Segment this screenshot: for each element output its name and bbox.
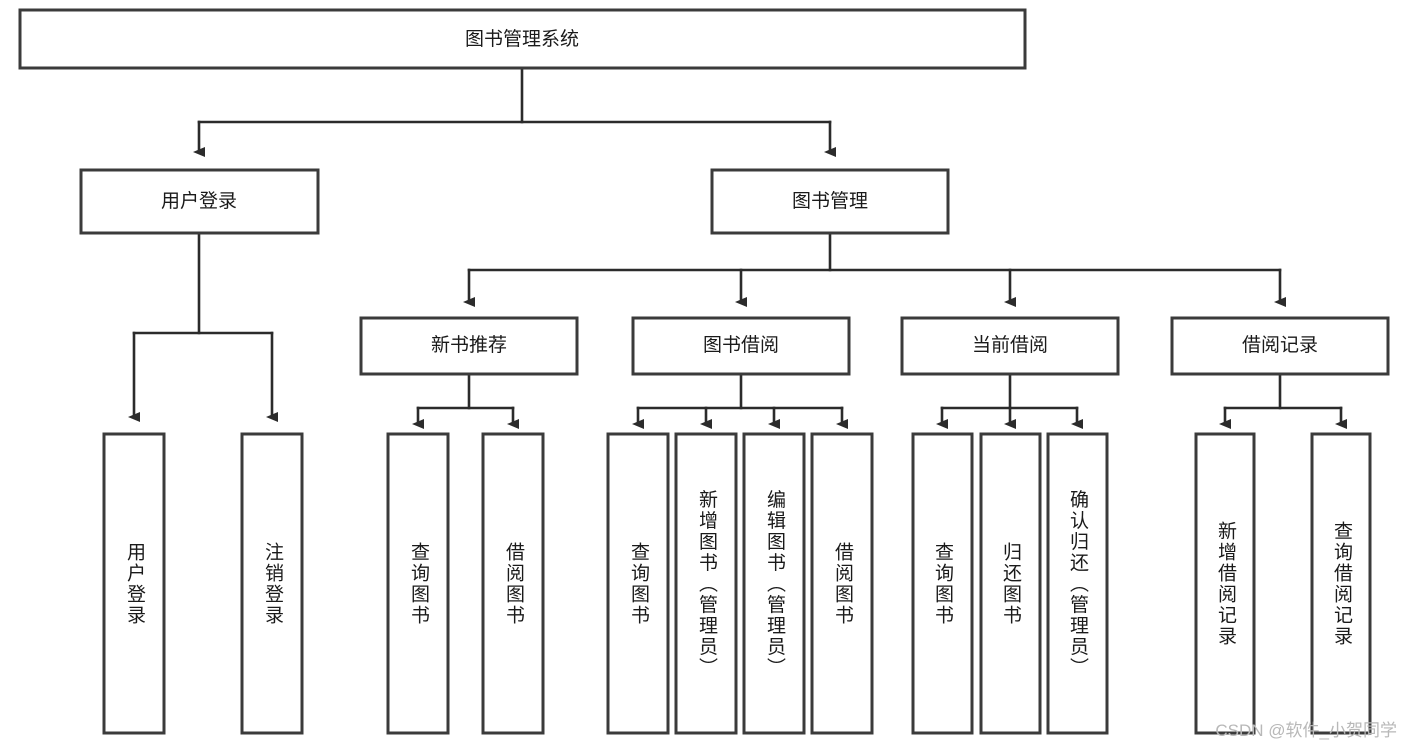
leaf-user-login-1-label: 注销登录 <box>262 542 284 626</box>
node-borrow-record[interactable]: 借阅记录 <box>1170 316 1390 376</box>
leaf-current-2-label: 确认归还（管理员） <box>1067 489 1089 678</box>
node-book-borrow[interactable]: 图书借阅 <box>631 316 851 376</box>
leaf-current-0-label: 查询图书 <box>932 542 954 626</box>
leaf-borrow-1-label: 新增图书（管理员） <box>696 489 718 678</box>
leaf-borrow-0-label: 查询图书 <box>628 542 650 626</box>
node-borrow-record-box[interactable] <box>1170 316 1390 376</box>
leaf-record-0-label: 新增借阅记录 <box>1215 521 1237 647</box>
node-root-box[interactable] <box>18 8 1027 70</box>
leaf-borrow-3[interactable]: 借阅图书 <box>810 432 874 735</box>
leaf-borrow-3-box[interactable] <box>810 432 874 735</box>
node-book-borrow-box[interactable] <box>631 316 851 376</box>
leaf-record-1-box[interactable] <box>1310 432 1372 735</box>
connector-group <box>128 66 1347 429</box>
leaf-borrow-0-box[interactable] <box>606 432 670 735</box>
leaf-new-book-0-box[interactable] <box>386 432 450 735</box>
leaf-current-1-box[interactable] <box>979 432 1042 735</box>
leaf-borrow-3-label: 借阅图书 <box>832 542 854 626</box>
leaf-borrow-0[interactable]: 查询图书 <box>606 432 670 735</box>
leaf-user-login-0-label: 用户登录 <box>124 542 146 626</box>
node-user-login[interactable]: 用户登录 <box>79 168 320 235</box>
node-book-management[interactable]: 图书管理 <box>710 168 950 235</box>
node-book-borrow-label: 图书借阅 <box>703 334 779 356</box>
leaf-user-login-1-box[interactable] <box>240 432 304 735</box>
node-root-label: 图书管理系统 <box>465 28 579 50</box>
leaf-current-1-label: 归还图书 <box>1000 542 1022 626</box>
leaf-borrow-2-label: 编辑图书（管理员） <box>764 489 786 678</box>
node-book-management-label: 图书管理 <box>792 190 868 212</box>
node-user-login-box[interactable] <box>79 168 320 235</box>
leaf-record-0[interactable]: 新增借阅记录 <box>1194 432 1256 735</box>
node-current-borrow[interactable]: 当前借阅 <box>900 316 1120 376</box>
leaf-user-login-0[interactable]: 用户登录 <box>102 432 166 735</box>
leaf-borrow-2[interactable]: 编辑图书（管理员） <box>742 432 806 735</box>
leaf-current-0-box[interactable] <box>911 432 974 735</box>
leaf-borrow-1[interactable]: 新增图书（管理员） <box>674 432 738 735</box>
leaf-borrow-1-box[interactable] <box>674 432 738 735</box>
leaf-new-book-1-label: 借阅图书 <box>503 542 525 626</box>
leaf-current-0[interactable]: 查询图书 <box>911 432 974 735</box>
leaf-record-0-box[interactable] <box>1194 432 1256 735</box>
leaf-new-book-1[interactable]: 借阅图书 <box>481 432 545 735</box>
leaf-borrow-2-box[interactable] <box>742 432 806 735</box>
leaf-user-login-0-box[interactable] <box>102 432 166 735</box>
node-current-borrow-label: 当前借阅 <box>972 334 1048 356</box>
leaf-user-login-1[interactable]: 注销登录 <box>240 432 304 735</box>
node-new-book-recommend[interactable]: 新书推荐 <box>359 316 579 376</box>
leaf-current-2-box[interactable] <box>1046 432 1109 735</box>
leaf-new-book-0-label: 查询图书 <box>408 542 430 626</box>
leaf-new-book-1-box[interactable] <box>481 432 545 735</box>
leaf-new-book-0[interactable]: 查询图书 <box>386 432 450 735</box>
node-current-borrow-box[interactable] <box>900 316 1120 376</box>
leaf-current-2[interactable]: 确认归还（管理员） <box>1046 432 1109 735</box>
node-new-book-recommend-label: 新书推荐 <box>431 334 507 356</box>
node-new-book-recommend-box[interactable] <box>359 316 579 376</box>
node-root[interactable]: 图书管理系统 <box>18 8 1027 70</box>
leaf-record-1[interactable]: 查询借阅记录 <box>1310 432 1372 735</box>
leaf-current-1[interactable]: 归还图书 <box>979 432 1042 735</box>
node-borrow-record-label: 借阅记录 <box>1242 334 1318 356</box>
leaf-record-1-label: 查询借阅记录 <box>1331 521 1353 647</box>
node-book-management-box[interactable] <box>710 168 950 235</box>
node-user-login-label: 用户登录 <box>161 190 237 212</box>
